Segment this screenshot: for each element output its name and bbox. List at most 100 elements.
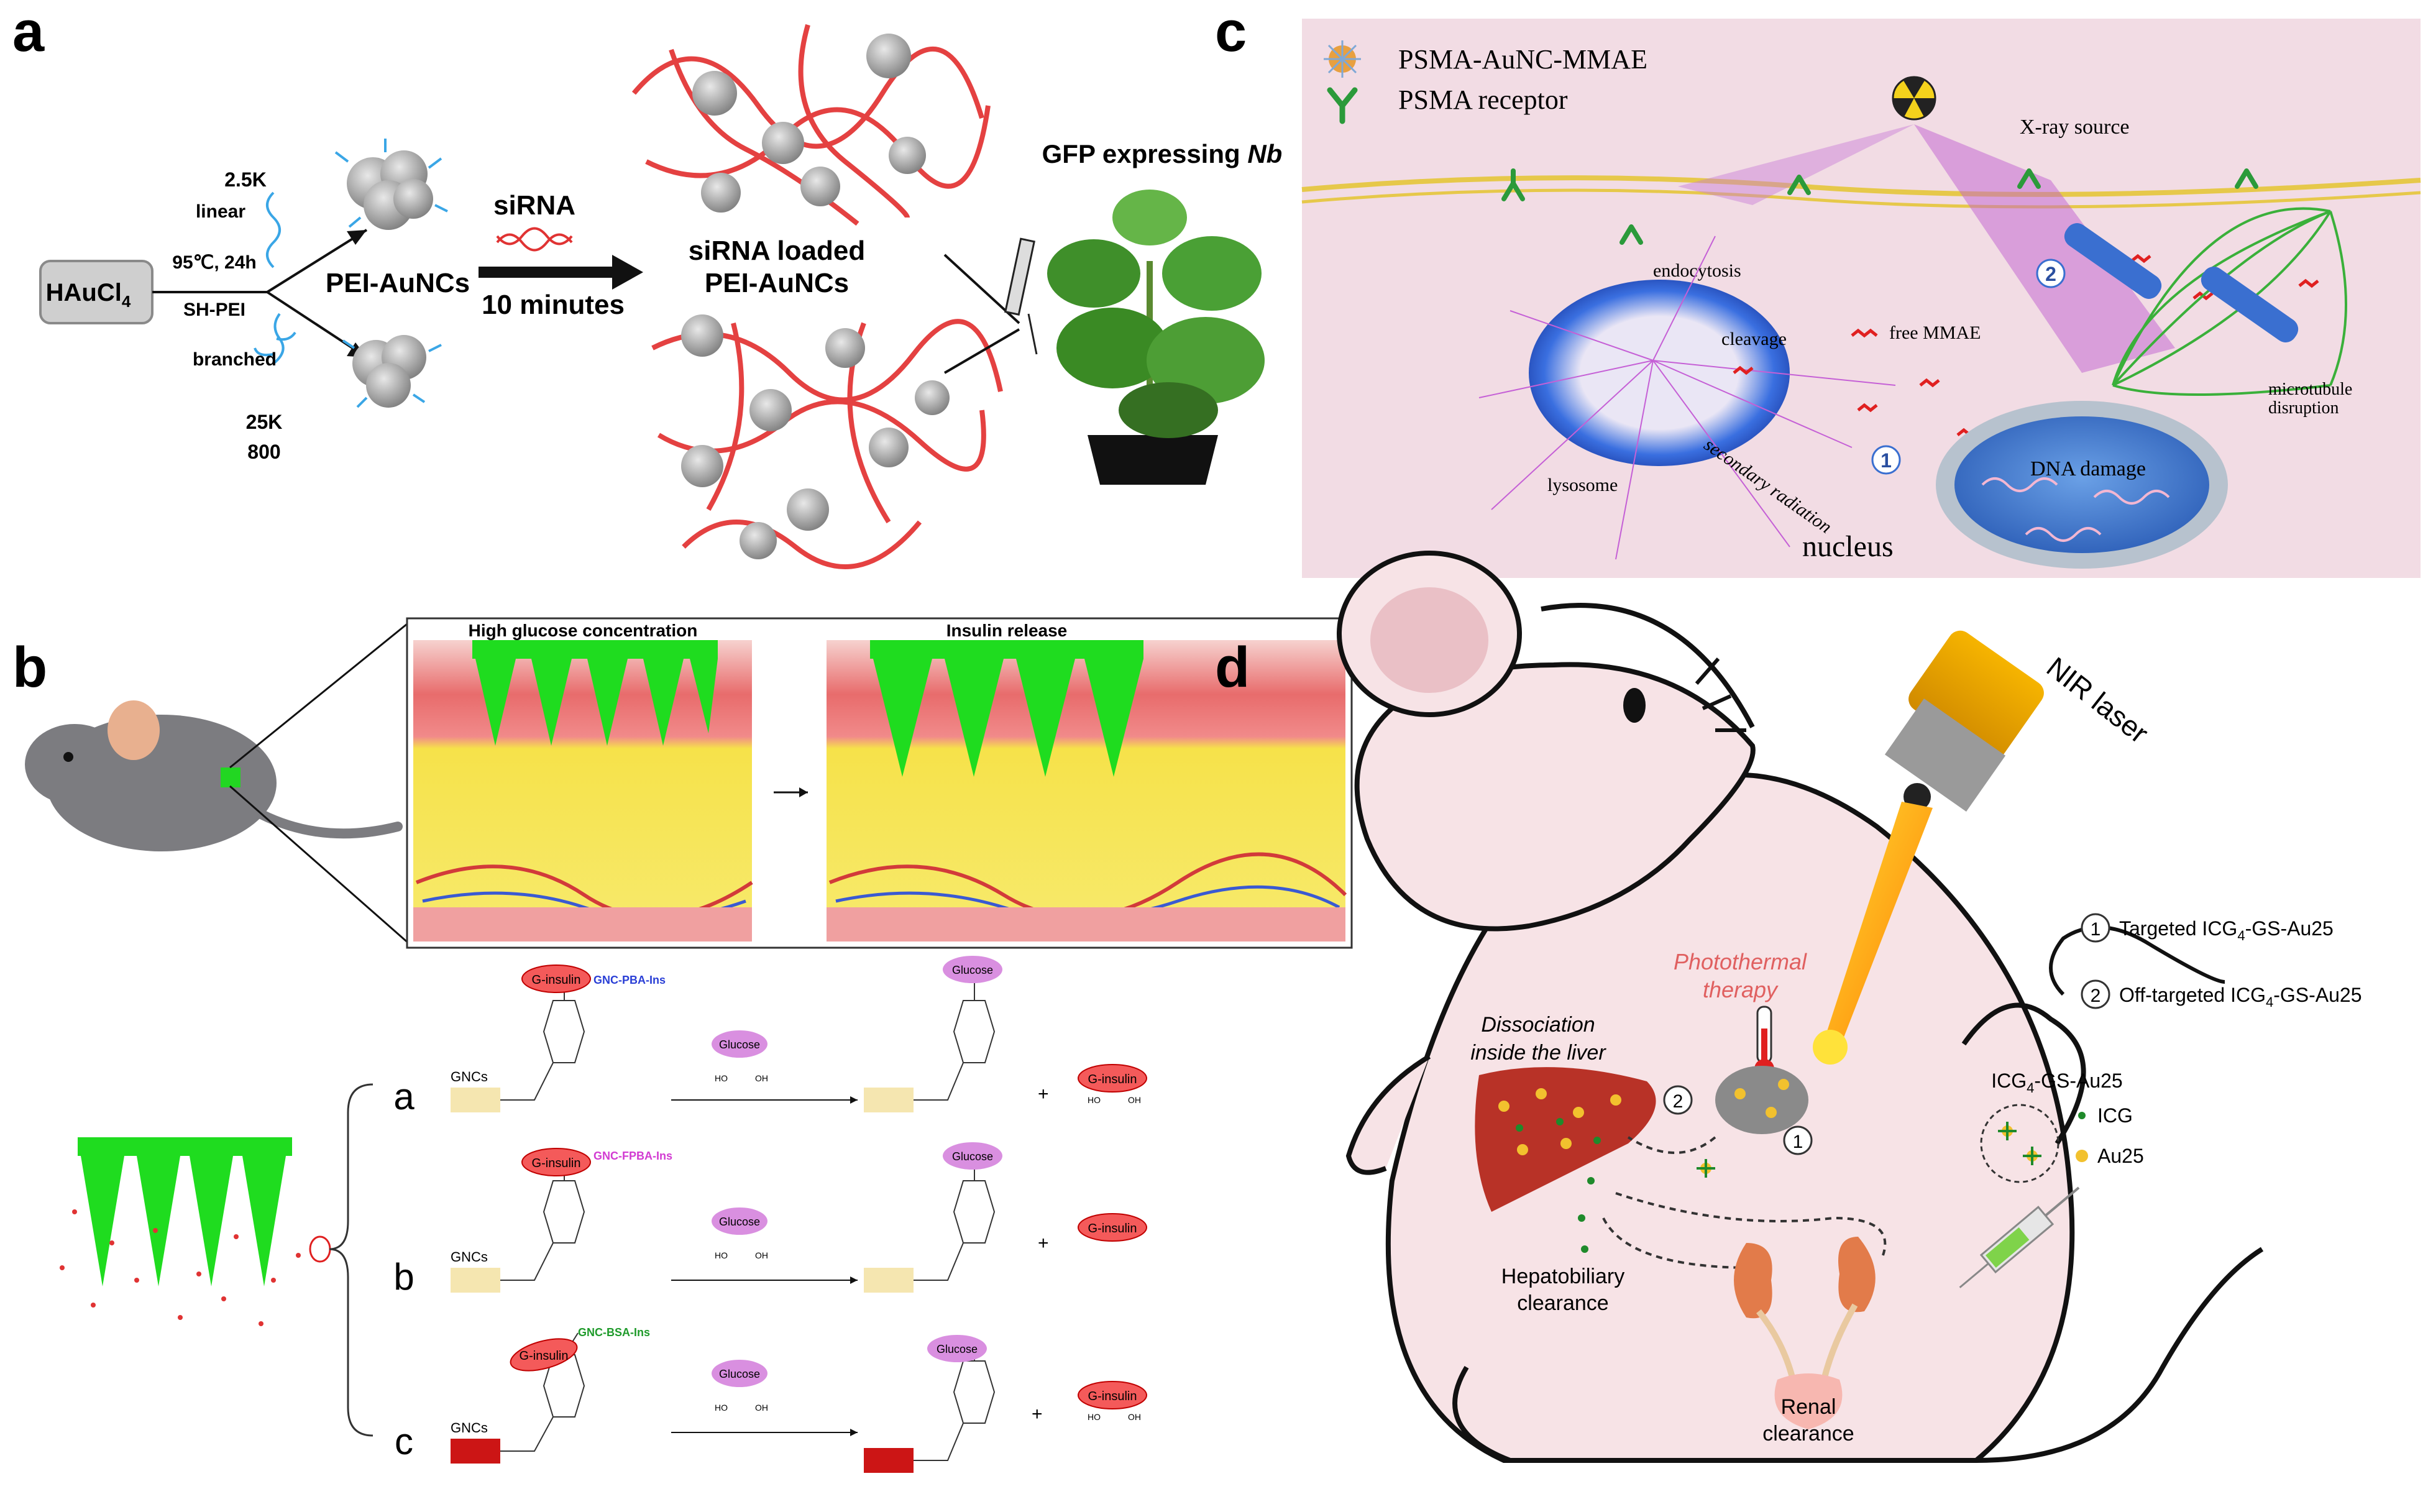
zoom-line-2: [229, 785, 411, 946]
route-dashed-2: [1615, 1192, 1887, 1256]
panel-letter-d: d: [1215, 636, 1250, 699]
loaded-label-2: PEI-AuNCs: [705, 268, 849, 298]
svg-text:+: +: [1038, 1233, 1049, 1253]
nucleus: [1954, 416, 2209, 553]
lysosome: [1529, 280, 1790, 466]
microneedles-after: [870, 640, 1143, 777]
kidneys: [1734, 1237, 1876, 1429]
conditions-reagent: SH-PEI: [183, 300, 245, 320]
hepatobiliary-1: Hepatobiliary: [1501, 1265, 1624, 1288]
microneedles-before: [472, 640, 718, 746]
microtubule-spindle: [2112, 207, 2347, 396]
nir-laser: [1884, 630, 2044, 812]
plant-pointer-2: [943, 328, 1020, 374]
product-label: PEI-AuNCs: [326, 268, 470, 298]
muscle-before: [413, 907, 752, 942]
legend-icg: ICG: [2097, 1104, 2133, 1127]
svg-text:HO: HO: [715, 1073, 728, 1083]
xray-beam-2: [1914, 124, 2175, 373]
dissociation-2: inside the liver: [1470, 1041, 1606, 1065]
svg-text:Glucose: Glucose: [719, 1038, 760, 1051]
svg-text:OH: OH: [1128, 1095, 1141, 1105]
chromosome-2: [2201, 267, 2299, 342]
skin-before: [413, 640, 752, 942]
injection-label: ICG4-GS-Au25: [1991, 1070, 2122, 1096]
legend-2: PSMA receptor: [1398, 85, 1568, 115]
bracket: [329, 1083, 373, 1437]
step-1-circle: [1783, 1125, 1813, 1155]
panel-c: c PSMA-AuNC-MMAE PSMA receptor X-ray sou…: [1215, 0, 2421, 578]
svg-text:Glucose: Glucose: [719, 1216, 760, 1228]
legend-au-dot: [2076, 1150, 2088, 1162]
svg-text:OH: OH: [755, 1250, 768, 1260]
renal-1: Renal: [1781, 1395, 1836, 1419]
microtubule-label-2: disruption: [2268, 398, 2339, 418]
photothermal-1: Photothermal: [1674, 949, 1807, 974]
laser-label: NIR laser: [2041, 651, 2155, 749]
header-right: Insulin release: [946, 621, 1068, 640]
chromosome-1: [2064, 223, 2162, 299]
loaded-label-1: siRNA loaded: [689, 236, 865, 266]
route-dashed-3: [1602, 1217, 1753, 1269]
svg-text:Glucose: Glucose: [952, 964, 993, 976]
svg-text:G-insulin: G-insulin: [1088, 1222, 1137, 1235]
panel-d: d NIR laser Photothermal therapy: [1215, 551, 2362, 1463]
row-letter-c: c: [395, 1421, 413, 1462]
nucleus-label: nucleus: [1802, 530, 1894, 563]
row-letter-b: b: [393, 1256, 414, 1298]
nanoparticle-zoom: [1980, 1104, 2059, 1183]
svg-text:G-insulin: G-insulin: [520, 1349, 569, 1363]
panel-b: b High glucose concentrat: [12, 617, 1353, 1473]
svg-text:+: +: [1038, 1084, 1049, 1104]
svg-text:GNCs: GNCs: [451, 1420, 488, 1436]
svg-text:1: 1: [1793, 1132, 1803, 1152]
aunc-cluster-top: [334, 139, 448, 230]
tumor: [1715, 1066, 1808, 1134]
svg-text:1: 1: [1881, 449, 1892, 472]
radiation-lines: [1478, 236, 1896, 560]
main-arrow-head: [612, 255, 643, 290]
icg-au-cluster: [1697, 1159, 1715, 1178]
mw-linear: 2.5K: [224, 168, 267, 191]
arrow-up-head: [347, 230, 367, 245]
photothermal-2: therapy: [1703, 977, 1779, 1002]
panel-a: a HAuCl4 95℃, 24h SH-PEI 2.5K linear bra…: [12, 0, 1283, 569]
mmae-icon: [1851, 328, 1878, 338]
svg-text:Glucose: Glucose: [952, 1150, 993, 1163]
panel-letter-b: b: [12, 636, 47, 699]
hepatobiliary-2: clearance: [1517, 1291, 1608, 1315]
svg-text:2: 2: [1673, 1091, 1684, 1112]
branched-pei-icon: [254, 313, 296, 365]
svg-text:G-insulin: G-insulin: [1088, 1390, 1137, 1403]
type-linear: linear: [196, 201, 245, 222]
conditions-temp: 95℃, 24h: [172, 252, 256, 273]
svg-text:Glucose: Glucose: [719, 1368, 760, 1380]
sirna-icon: [496, 227, 573, 252]
svg-text:OH: OH: [755, 1403, 768, 1413]
plant-title: GFP expressing Nb: [1042, 139, 1283, 168]
step-2-circle: [1663, 1085, 1693, 1115]
syringe-d: [1959, 1186, 2080, 1288]
svg-text:G-insulin: G-insulin: [1088, 1073, 1137, 1086]
time-label: 10 minutes: [482, 290, 625, 320]
aunc-cluster-bottom: [342, 335, 442, 408]
arrow-up: [266, 229, 368, 293]
zoom-line-1: [229, 620, 411, 769]
precursor-label: HAuCl4: [46, 279, 131, 311]
dna-damage-label: DNA damage: [2030, 457, 2146, 480]
panel-letter-a: a: [12, 0, 45, 63]
muscle-after: [827, 907, 1345, 942]
svg-text:G-insulin: G-insulin: [532, 1157, 581, 1170]
xray-beam-1: [1678, 124, 1914, 205]
cleavage-label: cleavage: [1721, 329, 1787, 349]
type-branched: branched: [193, 349, 277, 370]
svg-text:Glucose: Glucose: [937, 1343, 978, 1355]
legend-1: PSMA-AuNC-MMAE: [1398, 44, 1647, 75]
dissociation-1: Dissociation: [1481, 1013, 1595, 1037]
svg-text:OH: OH: [755, 1073, 768, 1083]
svg-text:GNCs: GNCs: [451, 1249, 488, 1265]
svg-text:GNC-PBA-Ins: GNC-PBA-Ins: [593, 974, 666, 986]
svg-text:+: +: [1032, 1404, 1043, 1424]
syringe-icon: [1004, 237, 1038, 355]
